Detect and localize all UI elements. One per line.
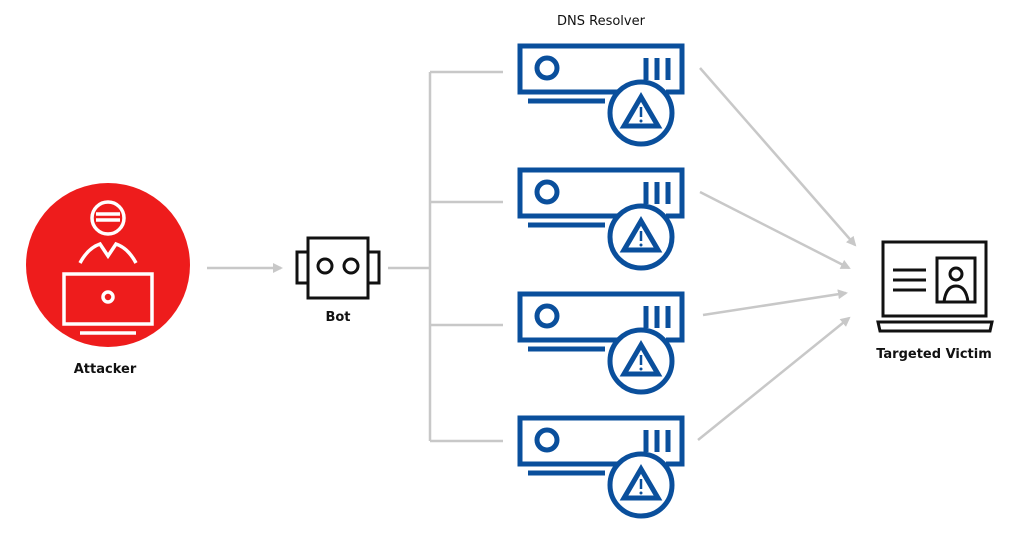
resolver-label: DNS Resolver: [557, 14, 646, 29]
bot-node: Bot: [295, 236, 381, 325]
robot-icon: [295, 236, 381, 300]
hacker-icon: [62, 200, 154, 335]
arrow-resolver-1: [699, 67, 857, 247]
bot-label: Bot: [325, 310, 350, 325]
attacker-circle: [26, 183, 190, 347]
laptop-profile-icon: [876, 240, 994, 333]
arrow-resolver-2: [699, 190, 851, 270]
server-warning-icon: [520, 294, 682, 392]
server-warning-icon: [520, 170, 682, 268]
bot-to-resolvers-connector: [388, 70, 503, 443]
attacker-node: Attacker: [26, 183, 190, 377]
victim-node: Targeted Victim: [876, 240, 994, 362]
arrow-resolver-4: [697, 316, 851, 441]
arrow-resolver-3: [702, 289, 848, 317]
attacker-label: Attacker: [74, 362, 137, 377]
resolvers-to-victim-arrows: [697, 67, 857, 441]
victim-label: Targeted Victim: [876, 347, 992, 362]
server-warning-icon: [520, 46, 682, 144]
server-warning-icon: [520, 418, 682, 516]
